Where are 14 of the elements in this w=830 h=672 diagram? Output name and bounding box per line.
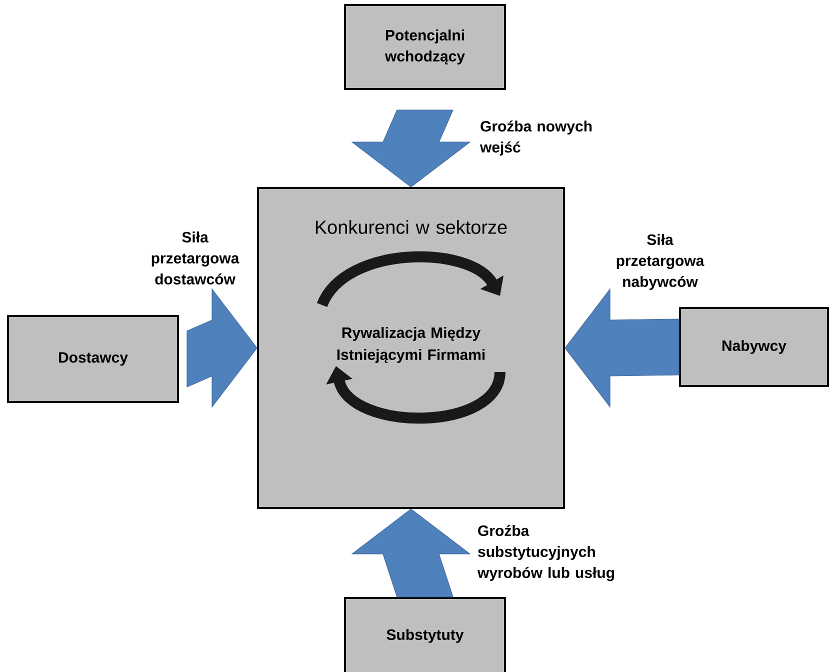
- edge-label: Groźba substytucyjnych wyrobów lub usług: [477, 524, 614, 582]
- edge-label: Siła przetargowa nabywców: [616, 234, 704, 290]
- process-box: Dostawcy: [7, 315, 179, 403]
- block-arrow: [564, 288, 680, 408]
- center-text: Rywalizacja Między Istniejącymi Firmami: [337, 327, 485, 363]
- edge-label: Groźba nowych wejść: [480, 120, 592, 156]
- process-box: Nabywcy: [679, 306, 829, 387]
- process-box: Potencjalni wchodzący: [344, 4, 506, 90]
- process-box: Substytuty: [344, 596, 506, 672]
- block-arrow: [186, 288, 258, 408]
- block-arrow: [351, 508, 471, 598]
- edge-label: Siła przetargowa dostawców: [152, 231, 240, 284]
- block-arrow: [351, 110, 471, 188]
- heading: Konkurenci w sektorze: [316, 220, 507, 234]
